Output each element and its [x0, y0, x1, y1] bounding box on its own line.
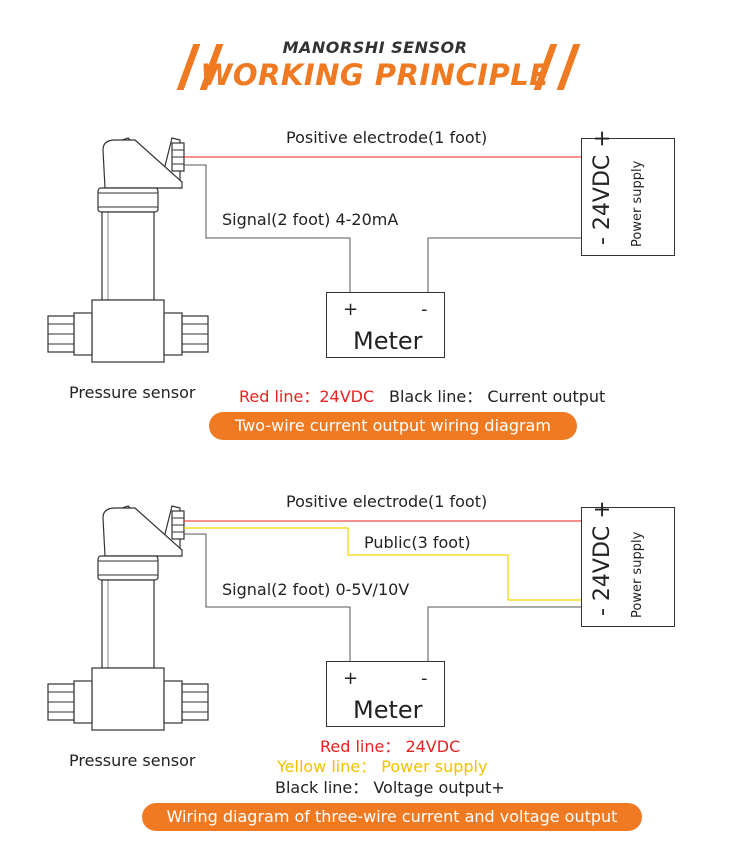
- psu-label: Power supply: [630, 160, 645, 247]
- power-supply-box: - 24VDC + Power supply: [581, 129, 675, 256]
- meter-box: + - Meter: [326, 292, 445, 358]
- positive-electrode-label: Positive electrode(1 foot): [286, 492, 488, 511]
- power-supply-box: - 24VDC + Power supply: [581, 500, 675, 627]
- page-title: WORKING PRINCIPLE: [200, 58, 550, 92]
- meter-plus: +: [343, 299, 359, 320]
- signal-label: Signal(2 foot) 4-20mA: [222, 210, 399, 229]
- meter-minus: -: [421, 668, 428, 689]
- legend-red-line: Red line： 24VDC: [320, 737, 461, 756]
- meter-label: Meter: [353, 327, 423, 355]
- public-label: Public(3 foot): [364, 533, 471, 552]
- caption-three-wire: Wiring diagram of three-wire current and…: [142, 803, 642, 831]
- signal-label: Signal(2 foot) 0-5V/10V: [222, 580, 410, 599]
- psu-voltage: - 24VDC +: [590, 129, 615, 245]
- psu-voltage: - 24VDC +: [590, 500, 615, 616]
- meter-box: + - Meter: [326, 661, 445, 727]
- legend-black-line: Black line： Current output: [389, 387, 606, 406]
- sensor-label: Pressure sensor: [69, 383, 196, 402]
- sensor-label: Pressure sensor: [69, 751, 196, 770]
- legend-red-line: Red line：24VDC: [239, 387, 375, 406]
- pressure-sensor-icon: [47, 137, 209, 363]
- positive-electrode-label: Positive electrode(1 foot): [286, 128, 488, 147]
- psu-label: Power supply: [630, 531, 645, 618]
- pressure-sensor-icon: [47, 505, 209, 731]
- legend-yellow-line: Yellow line： Power supply: [277, 757, 488, 776]
- meter-plus: +: [343, 668, 359, 689]
- legend-black-line: Black line： Voltage output+: [275, 778, 505, 797]
- brand-name: MANORSHI SENSOR: [282, 38, 468, 57]
- caption-two-wire: Two-wire current output wiring diagram: [209, 412, 577, 440]
- meter-label: Meter: [353, 696, 423, 724]
- meter-minus: -: [421, 299, 428, 320]
